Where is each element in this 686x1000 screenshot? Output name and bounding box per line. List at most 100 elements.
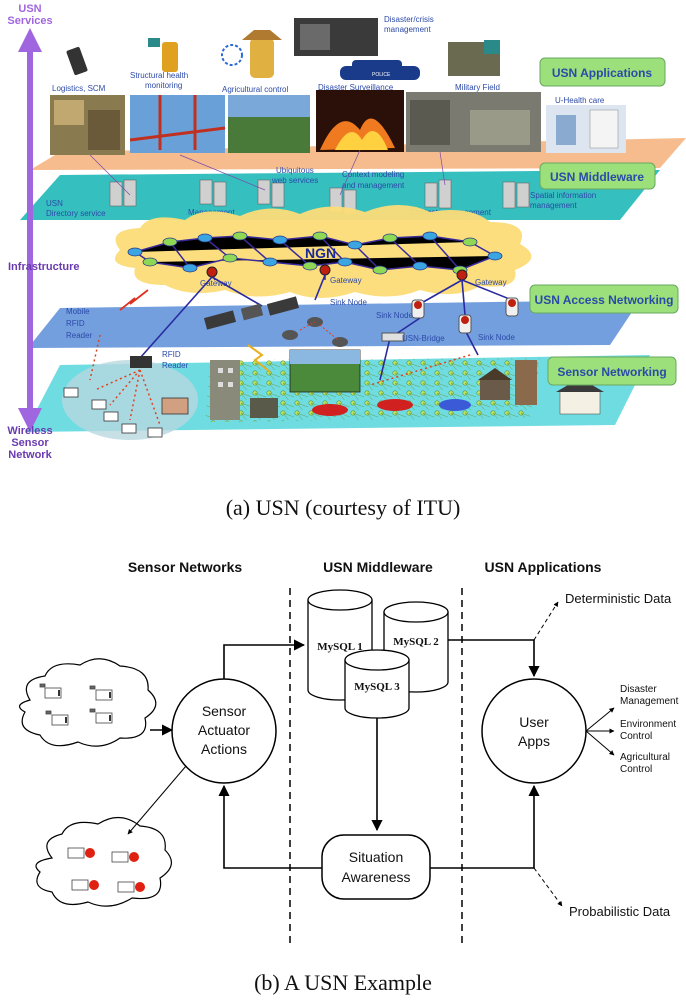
- rfid-reader-icon: [130, 356, 152, 368]
- gateway-label-2: Gateway: [330, 276, 362, 285]
- sensor-device-lights-top: [58, 690, 111, 723]
- city-scene: [210, 360, 604, 420]
- gateway-label-3: Gateway: [475, 278, 507, 287]
- usn-bridge-label: USN-Bridge: [402, 334, 445, 343]
- sensor-cloud-top: [19, 658, 157, 747]
- mw-context-label-1: Context modeling: [342, 170, 404, 179]
- caption-b: (b) A USN Example: [254, 970, 432, 995]
- gateway-nodes: [206, 264, 468, 281]
- mw-context-label-2: and management: [342, 181, 405, 190]
- mw-spatial-label-2: management: [530, 201, 577, 210]
- lightning-1: [119, 289, 149, 311]
- lightning-2: [247, 344, 271, 373]
- output-environment-1: Environment: [620, 719, 676, 730]
- mysql2-label: MySQL 2: [393, 636, 439, 648]
- worker-icon: [162, 42, 178, 72]
- app-disaster-crisis-label-1: Disaster/crisis: [384, 15, 434, 24]
- output-arrows: [585, 707, 615, 756]
- app-uhealth-label: U-Health care: [555, 96, 605, 105]
- sink-node-label-1: Sink Node: [330, 298, 367, 307]
- badge-middleware-label: USN Middleware: [550, 170, 644, 184]
- app-military-label: Military Field: [455, 83, 500, 92]
- deterministic-label: Deterministic Data: [565, 591, 672, 606]
- col-middleware: USN Middleware: [323, 559, 433, 575]
- sensor-actuator-label-2: Actuator: [198, 722, 250, 738]
- alarm-lights: [85, 848, 145, 892]
- axis-middle-label: Infrastructure: [8, 261, 80, 273]
- sink-node-label-2: Sink Node: [376, 311, 413, 320]
- probabilistic-arrow: [533, 867, 563, 907]
- figure-a: POLICE Logistics, SCM Structural health …: [7, 3, 686, 520]
- app-logistics-label: Logistics, SCM: [52, 84, 106, 93]
- col-applications: USN Applications: [485, 559, 602, 575]
- badge-sensor-label: Sensor Networking: [557, 365, 666, 379]
- output-disaster-1: Disaster: [620, 684, 657, 695]
- app-disaster-crisis-label-2: management: [384, 25, 431, 34]
- axis-bottom-label-1: Wireless: [7, 425, 52, 437]
- mw-ubiquitous-label-2: web services: [271, 176, 318, 185]
- situation-label-2: Awareness: [341, 869, 410, 885]
- badge-middleware: USN Middleware: [539, 162, 656, 190]
- situation-awareness-node: [321, 834, 431, 900]
- actuator-arrow: [127, 765, 187, 835]
- mysql3-label: MySQL 3: [354, 681, 400, 693]
- mysql1-label: MySQL 1: [317, 641, 363, 653]
- usn-bridge-icon: [381, 332, 405, 342]
- satellite-icon: [203, 296, 300, 330]
- phone-icon: [66, 46, 88, 76]
- sensor-actuator-label-1: Sensor: [202, 703, 247, 719]
- output-disaster-2: Management: [620, 696, 679, 707]
- sink-node-label-3: Sink Node: [478, 333, 515, 342]
- badge-access-label: USN Access Networking: [535, 293, 674, 307]
- caption-a: (a) USN (courtesy of ITU): [226, 495, 461, 520]
- sensor-cluster: [282, 317, 361, 393]
- farmer-icon: [250, 38, 274, 78]
- mw-ubiquitous-label-1: Ubiquitous: [276, 166, 314, 175]
- ngn-label: NGN: [305, 245, 336, 261]
- mw-directory-label-1: USN: [46, 199, 63, 208]
- rfid-zone: [62, 360, 198, 440]
- output-agricultural-1: Agricultural: [620, 752, 670, 763]
- user-apps-label-1: User: [519, 714, 549, 730]
- rfid-reader-label-2: Reader: [162, 361, 189, 370]
- rfid-tags: [63, 387, 189, 438]
- gateway-label-1: Gateway: [200, 279, 232, 288]
- ngn-cloud: [115, 205, 532, 298]
- output-agricultural-2: Control: [620, 764, 652, 775]
- photo-bridge: [130, 95, 225, 153]
- mw-directory-label-2: Directory service: [46, 209, 106, 218]
- sensor-devices-bottom: [67, 847, 135, 893]
- col-sensor-networks: Sensor Networks: [128, 559, 243, 575]
- badge-access: USN Access Networking: [529, 284, 679, 314]
- sensor-cloud-bottom: [35, 816, 172, 907]
- user-apps-node: [481, 678, 587, 784]
- axis-top-label-1: USN: [18, 3, 41, 15]
- badge-applications: USN Applications: [539, 57, 666, 87]
- police-label: POLICE: [372, 72, 391, 78]
- sensor-devices-top: [39, 683, 113, 726]
- app-structural-label-1: Structural health: [130, 71, 188, 80]
- mw-spatial-label-1: Spatial information: [530, 191, 596, 200]
- mobile-rfid-label-3: Reader: [66, 331, 93, 340]
- database-mysql3: [344, 649, 410, 719]
- mobile-rfid-label-2: RFID: [66, 319, 85, 328]
- middleware-servers: [109, 179, 530, 215]
- probabilistic-label: Probabilistic Data: [569, 904, 671, 919]
- satellite-dish-icon: [221, 44, 243, 66]
- badge-applications-label: USN Applications: [552, 66, 653, 80]
- situation-label-1: Situation: [349, 849, 403, 865]
- output-environment-2: Control: [620, 731, 652, 742]
- pda-icon: [484, 40, 500, 54]
- badge-sensor: Sensor Networking: [547, 356, 677, 386]
- sink-nodes: [411, 297, 519, 334]
- user-apps-label-2: Apps: [518, 733, 550, 749]
- app-agricultural-label: Agricultural control: [222, 85, 288, 94]
- deterministic-arrow: [533, 601, 559, 641]
- app-disaster-surveillance-label: Disaster Surveillance: [318, 83, 394, 92]
- layer-connectors: [89, 149, 446, 196]
- rfid-reader-label-1: RFID: [162, 350, 181, 359]
- axis-bottom-label-2: Sensor: [11, 437, 49, 449]
- mobile-rfid-label-1: Mobile: [66, 307, 90, 316]
- figure-b: Sensor Networks USN Middleware USN Appli…: [19, 559, 679, 995]
